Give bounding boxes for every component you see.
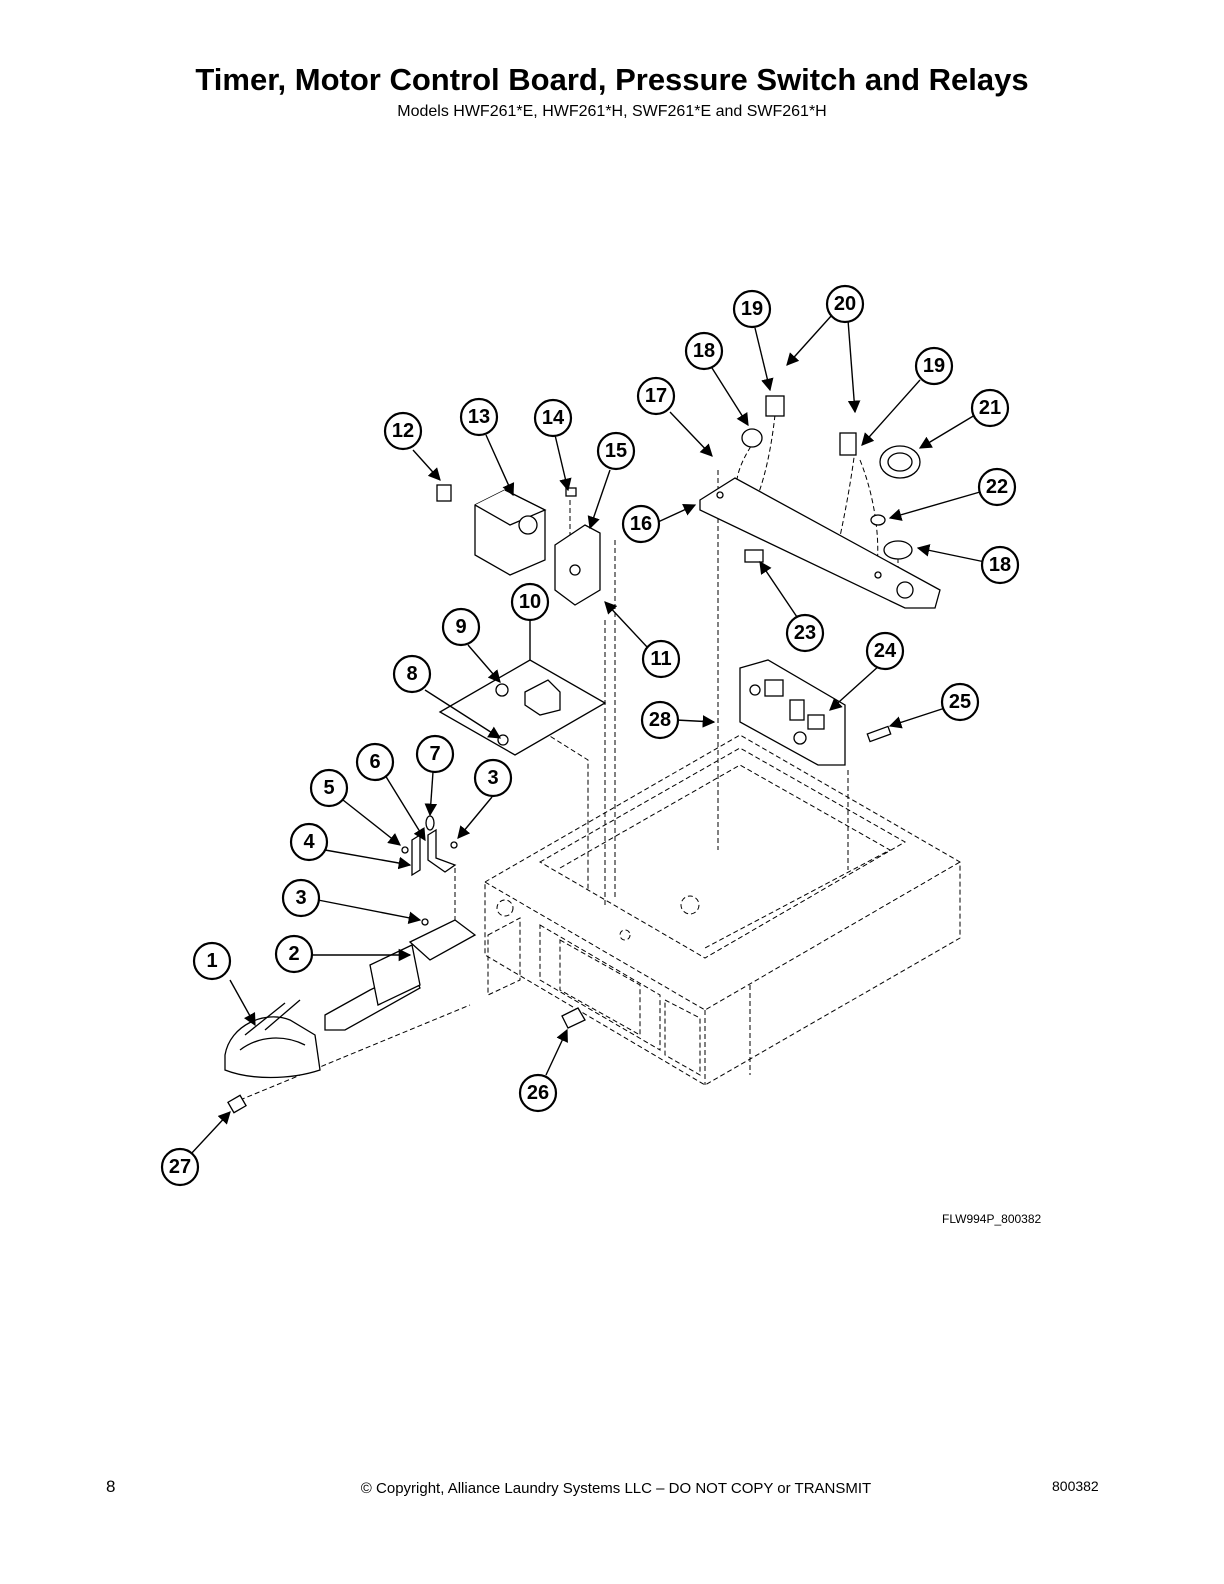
svg-text:11: 11 bbox=[650, 648, 671, 670]
svg-text:1: 1 bbox=[206, 950, 217, 972]
clip-23 bbox=[744, 549, 764, 563]
svg-text:18: 18 bbox=[989, 554, 1011, 576]
assembly-guide-lines bbox=[239, 414, 899, 1101]
callout-3-lower: 3 bbox=[281, 878, 321, 918]
svg-text:25: 25 bbox=[949, 691, 971, 713]
callout-25: 25 bbox=[940, 682, 980, 722]
callout-10: 10 bbox=[510, 582, 550, 622]
callout-19-left: 19 bbox=[732, 289, 772, 329]
callout-3-upper: 3 bbox=[473, 758, 513, 798]
callout-1: 1 bbox=[192, 941, 232, 981]
svg-text:6: 6 bbox=[369, 751, 380, 773]
callout-19-right: 19 bbox=[914, 346, 954, 386]
svg-text:23: 23 bbox=[794, 622, 816, 644]
bracket-15 bbox=[554, 487, 601, 606]
svg-text:24: 24 bbox=[874, 640, 897, 662]
callout-2: 2 bbox=[274, 934, 314, 974]
svg-text:13: 13 bbox=[468, 406, 490, 428]
callout-18-upper: 18 bbox=[684, 331, 724, 371]
svg-text:7: 7 bbox=[429, 743, 440, 765]
svg-text:21: 21 bbox=[979, 397, 1001, 419]
svg-text:5: 5 bbox=[323, 777, 334, 799]
control-board-24 bbox=[739, 659, 846, 766]
callout-18-lower: 18 bbox=[980, 545, 1020, 585]
callout-20: 20 bbox=[825, 284, 865, 324]
svg-text:19: 19 bbox=[741, 298, 763, 320]
callout-28: 28 bbox=[640, 700, 680, 740]
callout-24: 24 bbox=[865, 631, 905, 671]
callout-27: 27 bbox=[160, 1147, 200, 1187]
callout-12: 12 bbox=[383, 411, 423, 451]
svg-text:3: 3 bbox=[487, 767, 498, 789]
fitting-27 bbox=[227, 1094, 247, 1114]
svg-text:16: 16 bbox=[630, 513, 652, 535]
svg-text:9: 9 bbox=[455, 616, 466, 638]
callout-23: 23 bbox=[785, 613, 825, 653]
relay-panel-10 bbox=[438, 659, 607, 756]
models-subtitle: Models HWF261*E, HWF261*H, SWF261*E and … bbox=[397, 103, 827, 120]
copyright-notice: © Copyright, Alliance Laundry Systems LL… bbox=[360, 1480, 872, 1497]
callout-11: 11 bbox=[641, 639, 681, 679]
svg-text:17: 17 bbox=[645, 385, 667, 407]
callout-4: 4 bbox=[289, 822, 329, 862]
grommet-18-upper bbox=[741, 428, 763, 448]
document-number: 800382 bbox=[1052, 1478, 1099, 1494]
callout-6: 6 bbox=[355, 742, 395, 782]
callout-13: 13 bbox=[459, 397, 499, 437]
svg-text:4: 4 bbox=[303, 831, 315, 853]
callout-14: 14 bbox=[533, 398, 573, 438]
page-title: Timer, Motor Control Board, Pressure Swi… bbox=[195, 62, 1029, 97]
svg-text:14: 14 bbox=[542, 407, 565, 429]
diagram-reference-code: FLW994P_800382 bbox=[942, 1212, 1042, 1226]
svg-text:2: 2 bbox=[288, 943, 299, 965]
grommet-22 bbox=[870, 514, 886, 526]
callout-21: 21 bbox=[970, 388, 1010, 428]
callout-17: 17 bbox=[636, 376, 676, 416]
page-number: 8 bbox=[106, 1477, 116, 1496]
callout-8: 8 bbox=[392, 654, 432, 694]
relay-19-left bbox=[765, 395, 785, 417]
screw-25 bbox=[866, 725, 892, 743]
svg-text:15: 15 bbox=[605, 440, 627, 462]
relay-bracket-parts bbox=[401, 815, 458, 926]
bracket-16 bbox=[699, 477, 941, 609]
timer-13 bbox=[436, 484, 547, 576]
svg-text:12: 12 bbox=[392, 420, 414, 442]
svg-text:8: 8 bbox=[406, 663, 417, 685]
svg-text:28: 28 bbox=[649, 709, 671, 731]
leader-lines bbox=[189, 314, 986, 1156]
callout-9: 9 bbox=[441, 607, 481, 647]
callout-26: 26 bbox=[518, 1073, 558, 1113]
svg-text:20: 20 bbox=[834, 293, 856, 315]
svg-text:18: 18 bbox=[693, 340, 715, 362]
label-26 bbox=[561, 1007, 586, 1029]
callout-16: 16 bbox=[621, 504, 661, 544]
callout-22: 22 bbox=[977, 467, 1017, 507]
svg-text:19: 19 bbox=[923, 355, 945, 377]
svg-text:10: 10 bbox=[519, 591, 541, 613]
wire-harness-1 bbox=[224, 999, 321, 1079]
svg-text:3: 3 bbox=[295, 887, 306, 909]
console-base bbox=[484, 734, 961, 1086]
callout-15: 15 bbox=[596, 431, 636, 471]
callout-7: 7 bbox=[415, 734, 455, 774]
callout-5: 5 bbox=[309, 768, 349, 808]
pressure-switch-21 bbox=[879, 445, 921, 479]
grommet-18-lower bbox=[883, 540, 913, 560]
svg-text:22: 22 bbox=[986, 476, 1008, 498]
svg-text:27: 27 bbox=[169, 1156, 191, 1178]
mount-plate-2 bbox=[324, 919, 477, 1031]
relay-19-right bbox=[839, 432, 857, 456]
svg-text:26: 26 bbox=[527, 1082, 549, 1104]
